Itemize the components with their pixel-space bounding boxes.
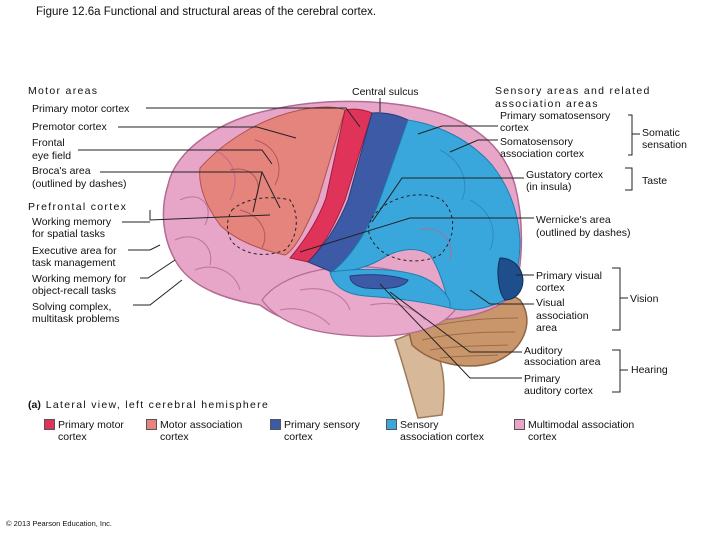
legend-swatch-multimodal [514, 419, 525, 430]
legend-label-primary-motor-1: Primary motor [58, 419, 124, 431]
legend-label-primary-sensory-1: Primary sensory [284, 419, 360, 431]
label-somatic-sensation-1: Somatic [642, 127, 680, 139]
legend-label-primary-motor-2: cortex [58, 431, 87, 443]
label-gustatory-2: (in insula) [526, 181, 572, 193]
legend-label-motor-association-1: Motor association [160, 419, 243, 431]
label-frontal-eye-field-1: Frontal [32, 137, 65, 149]
label-gustatory-1: Gustatory cortex [526, 169, 604, 181]
label-premotor-cortex: Premotor cortex [32, 121, 107, 133]
label-brocas-area-1: Broca's area [32, 165, 91, 177]
primary-visual-region [497, 257, 524, 301]
label-hearing: Hearing [631, 364, 668, 376]
label-working-memory-spatial-2: for spatial tasks [32, 228, 105, 240]
label-brocas-area-2: (outlined by dashes) [32, 178, 127, 190]
legend-label-multimodal-2: cortex [528, 431, 557, 443]
figure-title: Figure 12.6a Functional and structural a… [36, 6, 377, 18]
label-visual-assoc-1: Visual [536, 297, 565, 309]
label-frontal-eye-field-2: eye field [32, 150, 72, 162]
legend-swatch-primary-sensory [270, 419, 281, 430]
label-visual-assoc-3: area [536, 322, 558, 334]
prefrontal-heading: Prefrontal cortex [28, 201, 128, 213]
label-visual-assoc-2: association [536, 310, 589, 322]
label-primary-visual-1: Primary visual [536, 270, 602, 282]
label-executive-area-2: task management [32, 257, 116, 269]
label-working-memory-object-2: object-recall tasks [32, 285, 117, 297]
legend-label-sensory-association-1: Sensory [400, 419, 439, 431]
label-central-sulcus: Central sulcus [352, 86, 419, 98]
label-somatic-sensation-2: sensation [642, 139, 687, 151]
label-wernickes-1: Wernicke's area [536, 214, 611, 226]
legend-label-motor-association-2: cortex [160, 431, 189, 443]
view-caption-text: Lateral view, left cerebral hemisphere [45, 399, 270, 411]
label-primary-auditory-2: auditory cortex [524, 385, 593, 397]
label-working-memory-object-1: Working memory for [32, 273, 127, 285]
label-solving-complex-1: Solving complex, [32, 301, 112, 313]
legend-swatch-sensory-association [386, 419, 397, 430]
legend-label-sensory-association-2: association cortex [400, 431, 485, 443]
label-somatosensory-assoc-1: Somatosensory [500, 136, 573, 148]
label-auditory-assoc-1: Auditory [524, 345, 563, 357]
label-working-memory-spatial-1: Working memory [32, 216, 112, 228]
premotor-region [199, 106, 346, 256]
primary-auditory-region [349, 274, 409, 290]
label-wernickes-2: (outlined by dashes) [536, 227, 631, 239]
wernickes-area-outline [368, 194, 454, 262]
label-primary-somatosensory-2: cortex [500, 122, 529, 134]
legend-label-primary-sensory-2: cortex [284, 431, 313, 443]
label-primary-auditory-1: Primary [524, 373, 561, 385]
legend-swatch-primary-motor [44, 419, 55, 430]
label-vision: Vision [630, 293, 659, 305]
motor-areas-heading: Motor areas [28, 85, 99, 97]
primary-motor-strip [289, 108, 373, 263]
view-caption: (a) Lateral view, left cerebral hemisphe… [28, 399, 269, 412]
label-auditory-assoc-2: association area [524, 356, 601, 368]
label-primary-visual-2: cortex [536, 282, 565, 294]
sensory-heading-2: association areas [495, 98, 599, 110]
copyright-text: © 2013 Pearson Education, Inc. [6, 519, 113, 528]
label-primary-motor-cortex: Primary motor cortex [32, 103, 130, 115]
label-primary-somatosensory-1: Primary somatosensory [500, 110, 611, 122]
label-executive-area-1: Executive area for [32, 245, 117, 257]
brocas-area-outline [227, 197, 297, 255]
label-somatosensory-assoc-2: association cortex [500, 148, 585, 160]
sensory-heading-1: Sensory areas and related [495, 85, 651, 97]
legend-swatch-motor-association [146, 419, 157, 430]
label-solving-complex-2: multitask problems [32, 313, 120, 325]
view-caption-letter: (a) [28, 399, 41, 411]
label-taste: Taste [642, 175, 668, 187]
legend-label-multimodal-1: Multimodal association [528, 419, 635, 431]
